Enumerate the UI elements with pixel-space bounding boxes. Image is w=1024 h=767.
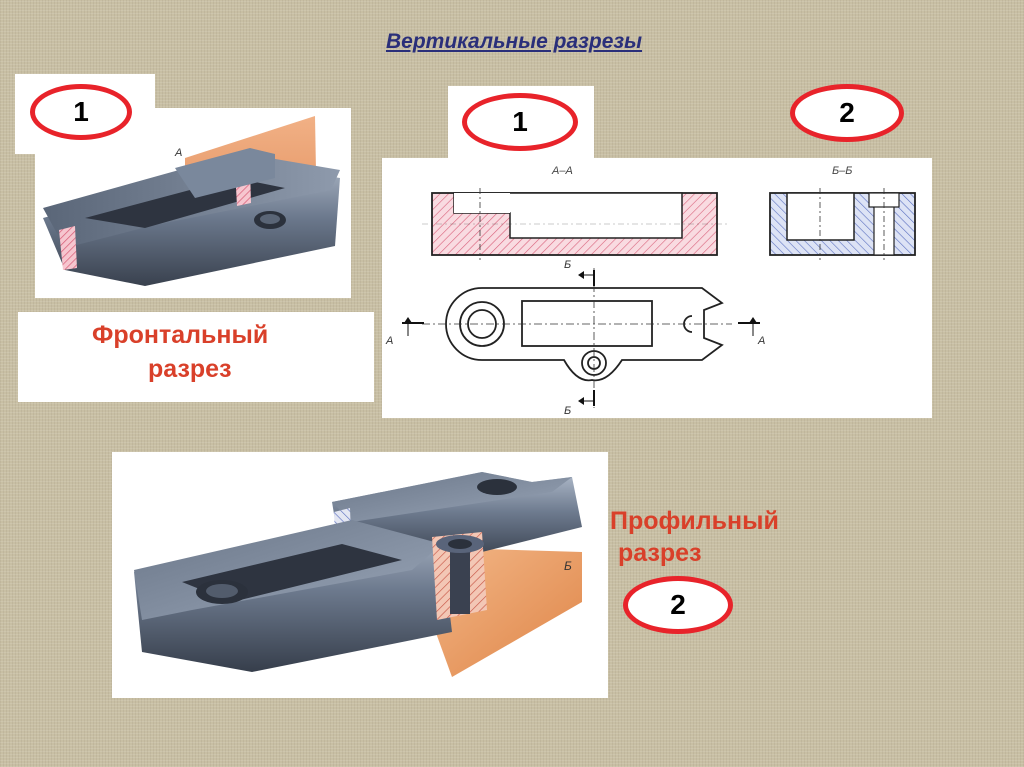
section-aa (422, 188, 727, 260)
badge-frontal: 1 (30, 84, 132, 140)
profile-caption-line2: разрез (618, 539, 702, 567)
plan-axis-lines (422, 268, 732, 408)
technical-drawing-svg: А–А Б–Б (385, 165, 916, 417)
frontal-caption-panel: Фронтальный разрез (18, 312, 374, 402)
cut-marker-a-left: А (385, 317, 424, 347)
frontal-section-illustration: А (43, 116, 340, 286)
page-title: Вертикальные разрезы (385, 30, 643, 53)
frontal-caption-line1: Фронтальный (92, 321, 269, 349)
frontal-caption-line2: разрез (148, 355, 232, 383)
cut-letter-b-top: Б (564, 259, 571, 271)
badge-section-bb: 2 (790, 84, 904, 142)
cut-letter-b-bottom: Б (564, 405, 571, 417)
profile-section-image: Б (112, 452, 608, 698)
badge-profile: 2 (623, 576, 733, 634)
cut-marker-b-bottom: Б (564, 390, 595, 417)
technical-drawing: А–А Б–Б (382, 158, 932, 418)
section-bb-label: Б–Б (832, 165, 852, 177)
plane-letter-a: А (174, 147, 182, 159)
cut-letter-a-left: А (385, 335, 393, 347)
frontal-section-image: А (35, 108, 351, 298)
cut-marker-b-top: Б (564, 259, 595, 286)
profile-caption-line1: Профильный (610, 507, 779, 535)
plane-letter-b: Б (564, 559, 572, 573)
cut-marker-a-right: А (738, 317, 765, 347)
badge-section-aa: 1 (462, 93, 578, 151)
section-aa-label: А–А (551, 165, 573, 177)
plan-view (445, 287, 724, 382)
section-bb (769, 188, 916, 260)
profile-section-illustration: Б (134, 472, 582, 677)
cut-letter-a-right: А (757, 335, 765, 347)
